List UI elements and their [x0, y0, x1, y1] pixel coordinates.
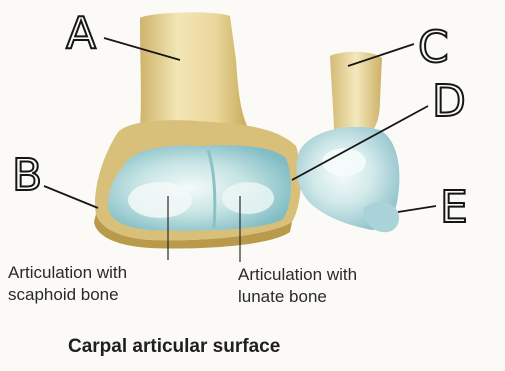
letter-b: B: [12, 150, 42, 201]
letter-c: C: [418, 22, 449, 73]
letter-e: E: [440, 182, 468, 233]
label-scaphoid-line2: scaphoid bone: [8, 284, 119, 305]
lunate-highlight: [222, 182, 274, 214]
label-lunate-line1: Articulation with: [238, 264, 357, 285]
letter-a: A: [66, 8, 96, 59]
leader-b: [44, 186, 98, 208]
radius-shaft: [140, 12, 248, 128]
label-lunate-line2: lunate bone: [238, 286, 327, 307]
scaphoid-highlight: [128, 182, 192, 218]
label-scaphoid-line1: Articulation with: [8, 262, 127, 283]
leader-e: [398, 206, 436, 212]
letter-d: D: [432, 76, 466, 127]
figure-caption: Carpal articular surface: [68, 336, 280, 358]
